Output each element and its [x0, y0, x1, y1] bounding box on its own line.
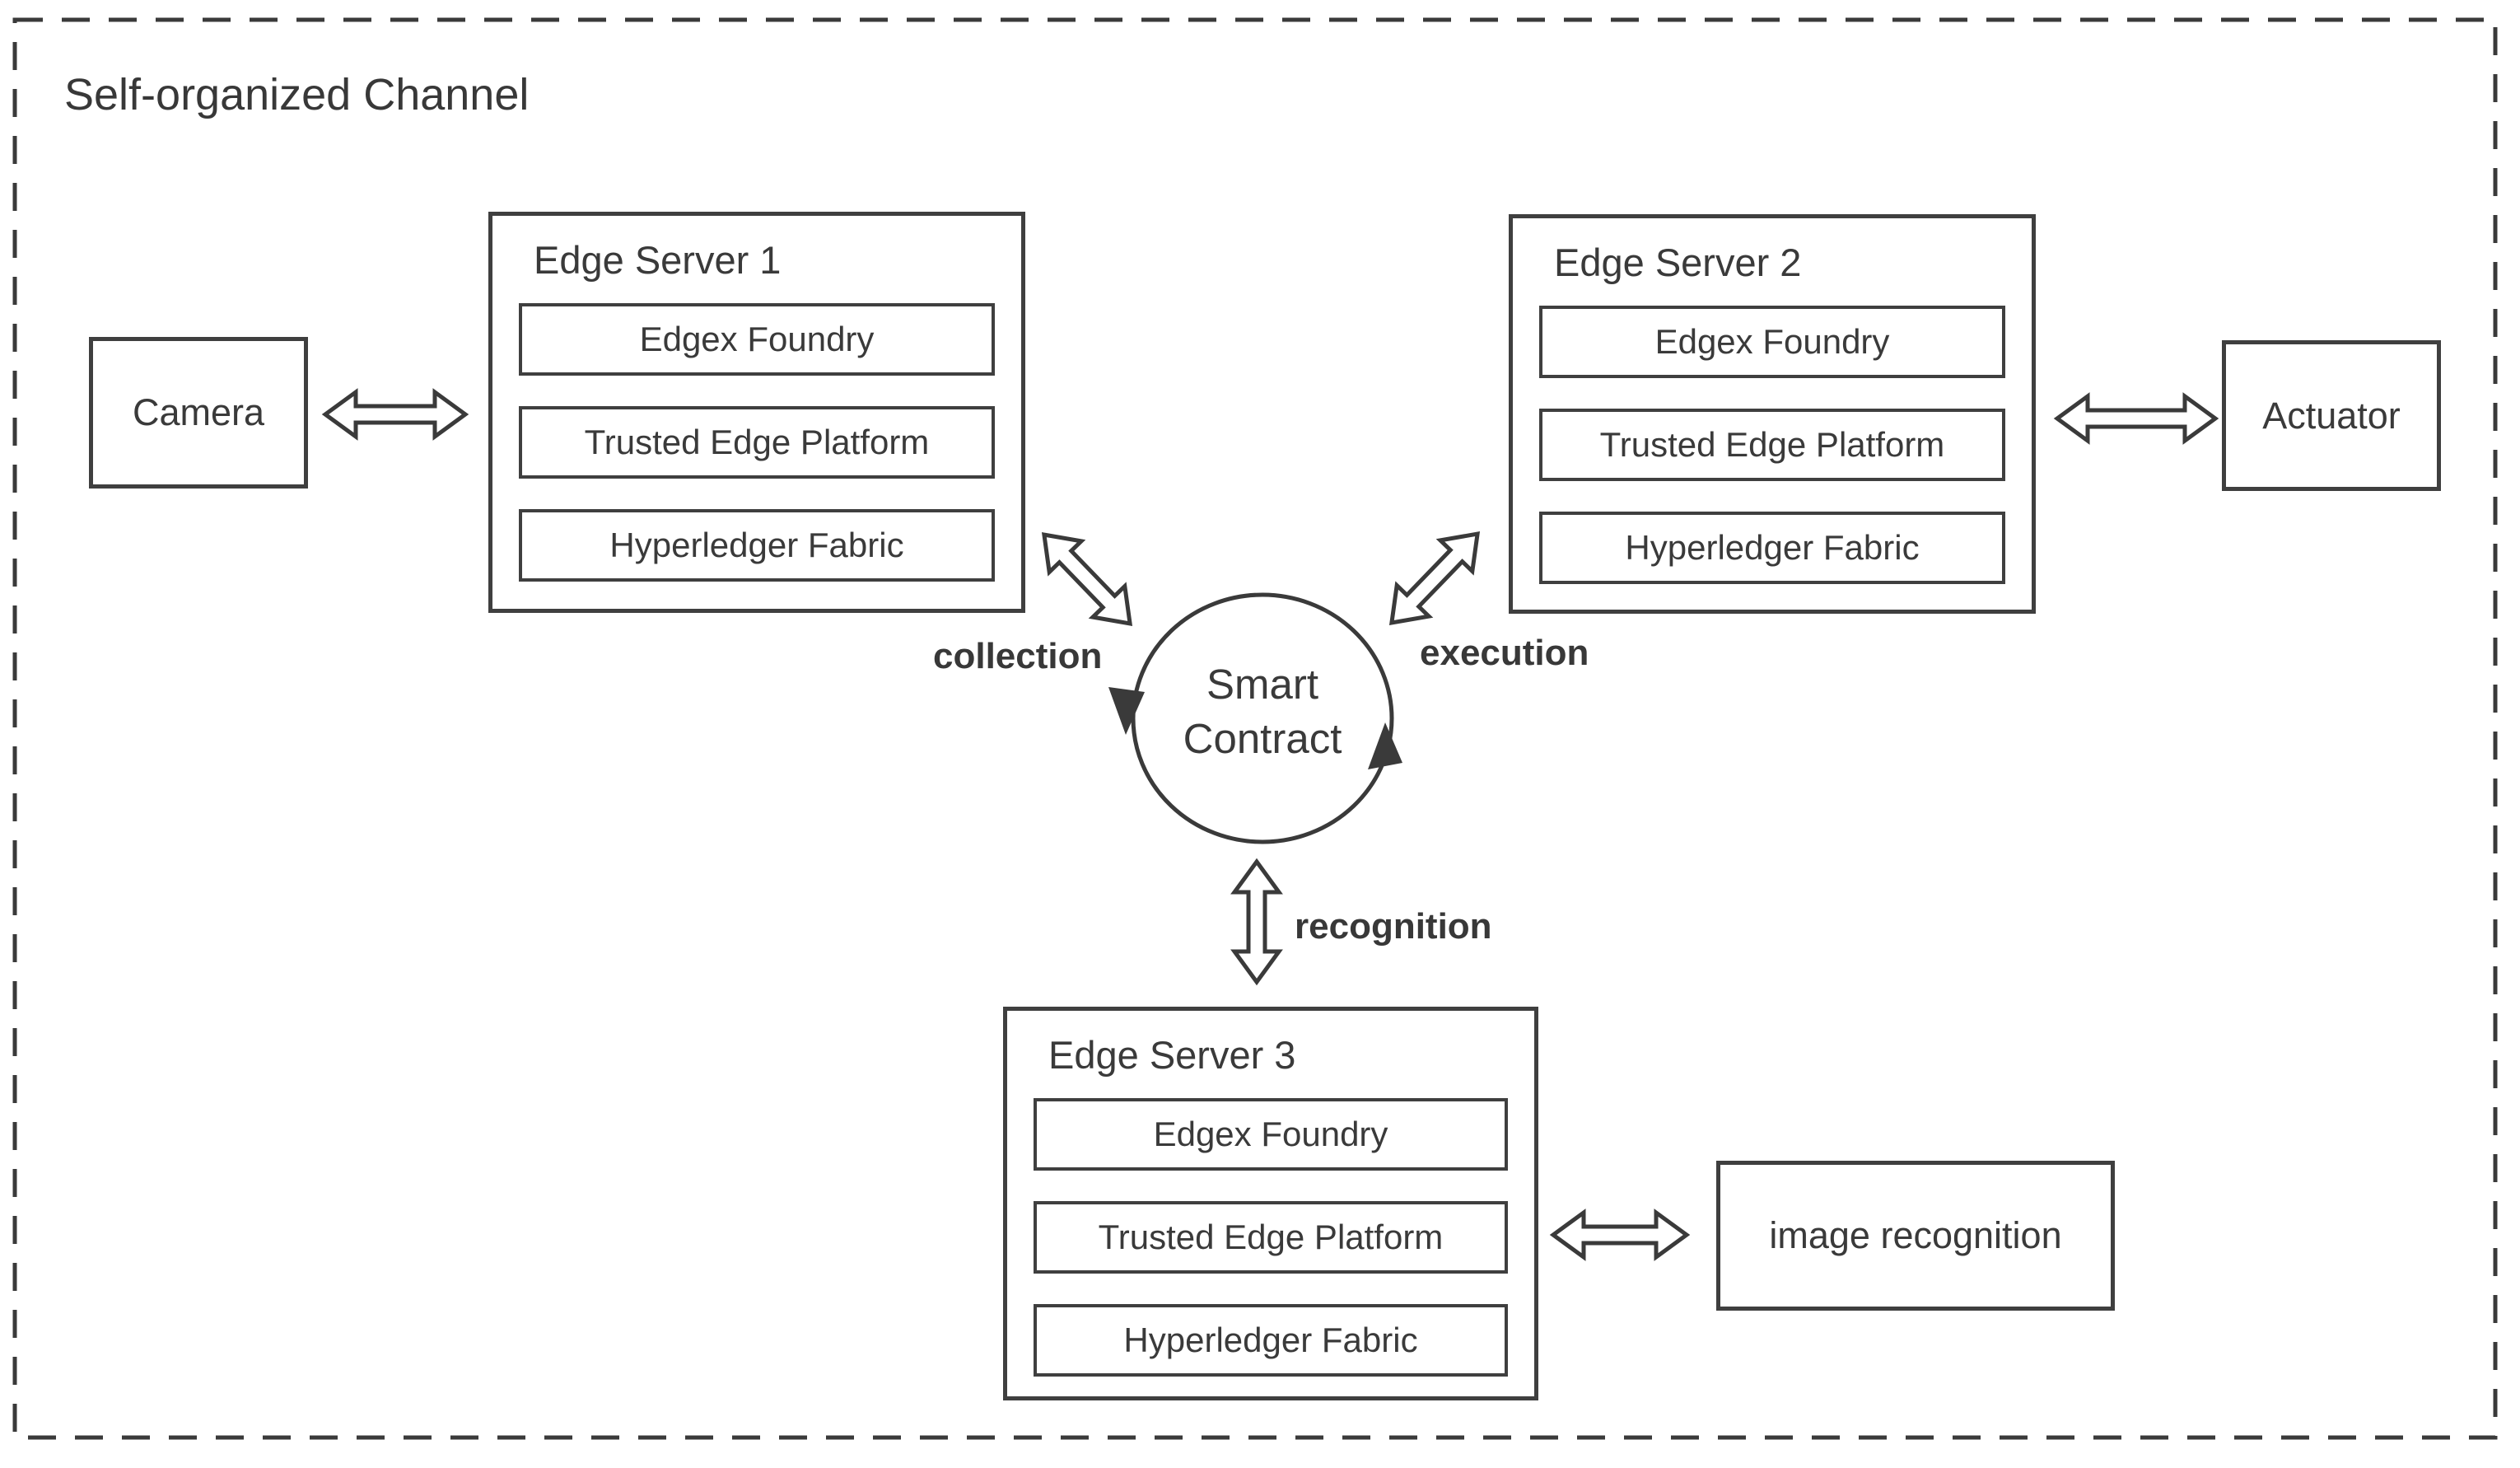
actuator-box: Actuator — [2222, 340, 2441, 491]
layer-hyperledger-fabric: Hyperledger Fabric — [1539, 512, 2005, 584]
layer-trusted-edge-platform: Trusted Edge Platform — [519, 406, 995, 479]
flow-label-execution: execution — [1420, 633, 1589, 673]
flow-label-collection: collection — [933, 636, 1103, 676]
layer-hyperledger-fabric: Hyperledger Fabric — [519, 509, 995, 582]
smart-contract-line2: Contract — [1183, 715, 1342, 762]
channel-dashed-border — [12, 17, 2498, 1440]
edge-server-3-title: Edge Server 3 — [1048, 1033, 1296, 1077]
edge-server-3: Edge Server 3 Edgex Foundry Trusted Edge… — [1003, 1007, 1538, 1400]
layer-edgex-foundry: Edgex Foundry — [1539, 306, 2005, 378]
channel-title: Self-organized Channel — [64, 70, 530, 119]
layer-edgex-foundry: Edgex Foundry — [1034, 1098, 1508, 1171]
smartcontract-es3-double-arrow-icon — [1230, 858, 1283, 986]
layer-trusted-edge-platform: Trusted Edge Platform — [1539, 409, 2005, 481]
edge-server-1: Edge Server 1 Edgex Foundry Trusted Edge… — [488, 212, 1025, 613]
flow-label-recognition: recognition — [1295, 906, 1492, 947]
edge-server-2-title: Edge Server 2 — [1554, 241, 1802, 284]
camera-es1-double-arrow-icon — [321, 388, 469, 441]
camera-box: Camera — [89, 337, 308, 489]
cycle-arrowhead-down-icon — [1108, 687, 1145, 735]
smart-contract-circle — [1131, 592, 1394, 844]
es1-smartcontract-double-arrow-icon — [1041, 531, 1133, 627]
edge-server-1-title: Edge Server 1 — [534, 238, 782, 282]
es2-smartcontract-double-arrow-icon — [1388, 531, 1481, 626]
smart-contract-line1: Smart — [1206, 661, 1319, 708]
es3-imagerecognition-double-arrow-icon — [1549, 1209, 1691, 1261]
layer-hyperledger-fabric: Hyperledger Fabric — [1034, 1304, 1508, 1377]
smart-contract-cycle — [1108, 592, 1402, 844]
camera-label: Camera — [132, 391, 265, 433]
image-recognition-label: image recognition — [1769, 1214, 2062, 1256]
actuator-label: Actuator — [2262, 394, 2401, 437]
layer-edgex-foundry: Edgex Foundry — [519, 303, 995, 376]
edge-server-2: Edge Server 2 Edgex Foundry Trusted Edge… — [1509, 214, 2036, 614]
cycle-arrowhead-up-icon — [1368, 722, 1402, 769]
layer-trusted-edge-platform: Trusted Edge Platform — [1034, 1201, 1508, 1274]
smart-contract-label: Smart Contract — [1139, 657, 1386, 766]
es2-actuator-double-arrow-icon — [2053, 392, 2219, 445]
image-recognition-box: image recognition — [1716, 1161, 2115, 1311]
